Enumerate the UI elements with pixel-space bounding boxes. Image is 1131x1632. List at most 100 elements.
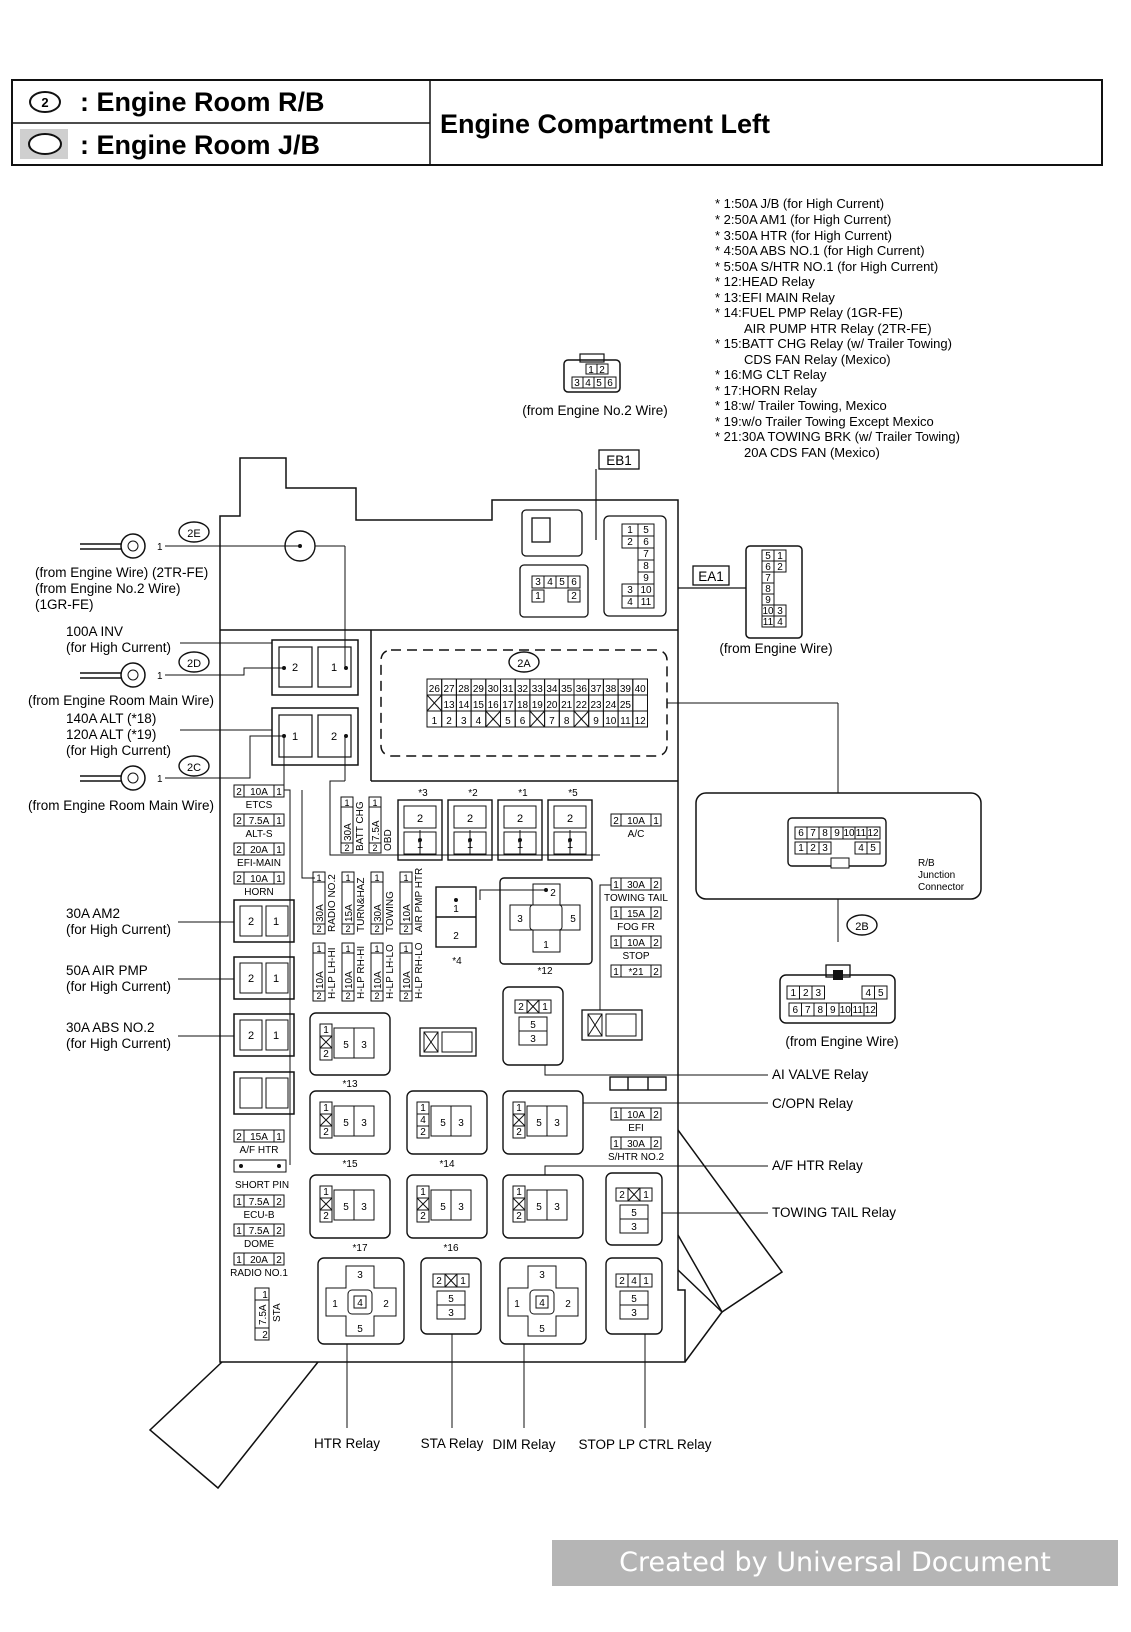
pin: 1: [542, 1002, 548, 1013]
svg-text:6: 6: [643, 537, 649, 548]
svg-text:1: 1: [653, 816, 659, 827]
pin: 4: [420, 1115, 426, 1126]
svg-text:2: 2: [565, 1299, 571, 1310]
svg-text:4: 4: [539, 1298, 545, 1309]
pin: 10: [605, 716, 617, 727]
svg-text:7: 7: [643, 549, 649, 560]
svg-text:1: 1: [403, 873, 408, 883]
svg-text:3: 3: [554, 1118, 560, 1129]
svg-text:5: 5: [448, 1294, 454, 1305]
svg-text:1: 1: [453, 904, 459, 915]
svg-text:2: 2: [331, 731, 337, 743]
relay-label-towing-tail: TOWING TAIL Relay: [772, 1205, 896, 1220]
pin: 1: [323, 1187, 329, 1198]
fuse-name: FOG FR: [617, 922, 655, 933]
connector-2e: 2E 1 (from Engine Wire) (2TR-FE) (from E…: [35, 521, 345, 612]
svg-text:1: 1: [798, 843, 804, 854]
relay-label-sta: STA Relay: [421, 1436, 484, 1451]
ea1-code: EA1: [698, 569, 724, 584]
pin: 7: [549, 716, 555, 727]
ea1-socket-pins: 3 4 5 6 1 2 1 5 2 6 7 8 9 3 10 4 11: [531, 523, 655, 609]
pin: 1: [323, 1103, 329, 1114]
svg-text:3: 3: [822, 843, 828, 854]
fuse-amp: 10A: [250, 874, 268, 885]
pin: 2: [446, 716, 452, 727]
connector-eb1: 1 2 3 4 5 6 (from Engine No.2 Wire) EB1: [522, 353, 668, 540]
pin: 40: [635, 684, 647, 695]
fuse-name: EFI: [628, 1123, 644, 1134]
svg-text:2: 2: [236, 816, 242, 827]
svg-text:8: 8: [765, 584, 771, 595]
fuse-amp: 20A: [250, 845, 268, 856]
fuse-abs-no2: 30A ABS NO.2 (for High Current) 2 1: [66, 1013, 295, 1057]
fuse-name: H-LP RH-LO: [414, 942, 425, 999]
eb1-code: EB1: [606, 453, 632, 468]
2e-source: (1GR-FE): [35, 597, 94, 612]
fuse-amp: 10A: [627, 1110, 645, 1121]
2e-source: (from Engine No.2 Wire): [35, 581, 181, 596]
fuse-amp: 10A: [373, 971, 384, 989]
svg-text:3: 3: [777, 606, 783, 617]
svg-text:6: 6: [765, 562, 771, 573]
pin: 34: [546, 684, 558, 695]
svg-text:3: 3: [357, 1270, 363, 1281]
pin: 2: [516, 1211, 522, 1222]
pin: 1: [516, 1187, 522, 1198]
svg-text:1: 1: [613, 1110, 619, 1121]
svg-text:1: 1: [777, 551, 783, 562]
pin: 19: [532, 700, 544, 711]
note: * 21:30A TOWING BRK (w/ Trailer Towing): [715, 429, 960, 444]
pin: 2: [323, 1049, 329, 1060]
svg-text:3: 3: [539, 1270, 545, 1281]
note: 20A CDS FAN (Mexico): [744, 445, 880, 460]
note: * 5:50A S/HTR NO.1 (for High Current): [715, 259, 938, 274]
note: * 14:FUEL PMP Relay (1GR-FE): [715, 305, 903, 320]
svg-text:1: 1: [276, 816, 282, 827]
pin: 2: [619, 1190, 625, 1201]
fuse-amp: 15A: [344, 904, 355, 922]
fuse-name: STA: [272, 1303, 283, 1322]
pin: 16: [488, 700, 500, 711]
svg-text:9: 9: [643, 573, 649, 584]
note: * 3:50A HTR (for High Current): [715, 228, 892, 243]
svg-text:2: 2: [571, 591, 577, 602]
fuse-name: TURN&HAZ: [356, 878, 367, 932]
relay-marker: *17: [352, 1243, 367, 1254]
fuse-amp: 10A: [402, 904, 413, 922]
pin: 1: [790, 988, 796, 999]
svg-text:3: 3: [361, 1202, 367, 1213]
pin: 7: [805, 1005, 811, 1016]
pin: 1: [516, 1103, 522, 1114]
fuse-amp: *21: [628, 967, 643, 978]
svg-text:2: 2: [653, 909, 659, 920]
note: * 4:50A ABS NO.1 (for High Current): [715, 243, 925, 258]
label: (for High Current): [66, 1036, 171, 1051]
pin: 4: [476, 716, 482, 727]
svg-text:4: 4: [547, 577, 553, 588]
pin: 15: [473, 700, 485, 711]
svg-text:12: 12: [867, 828, 879, 839]
fuse-name: ETCS: [246, 800, 273, 811]
svg-text:10: 10: [640, 585, 652, 596]
svg-text:4: 4: [627, 597, 633, 608]
fuse-amp: 30A: [373, 904, 384, 922]
2b-code: 2B: [855, 921, 868, 933]
svg-text:11: 11: [641, 597, 652, 608]
svg-text:11: 11: [856, 828, 867, 839]
fuse-amp: 7.5A: [249, 816, 270, 827]
svg-text:5: 5: [765, 551, 771, 562]
svg-text:1: 1: [344, 798, 349, 808]
svg-text:1: 1: [374, 944, 379, 954]
note: * 16:MG CLT Relay: [715, 367, 827, 382]
svg-text:2: 2: [567, 813, 573, 825]
pin: 14: [458, 700, 470, 711]
svg-text:5: 5: [643, 525, 649, 536]
pin: 29: [473, 684, 485, 695]
svg-text:1: 1: [543, 940, 549, 951]
svg-text:1: 1: [627, 525, 633, 536]
svg-text:5: 5: [539, 1324, 545, 1335]
rb-junction-label: R/B: [918, 858, 935, 869]
